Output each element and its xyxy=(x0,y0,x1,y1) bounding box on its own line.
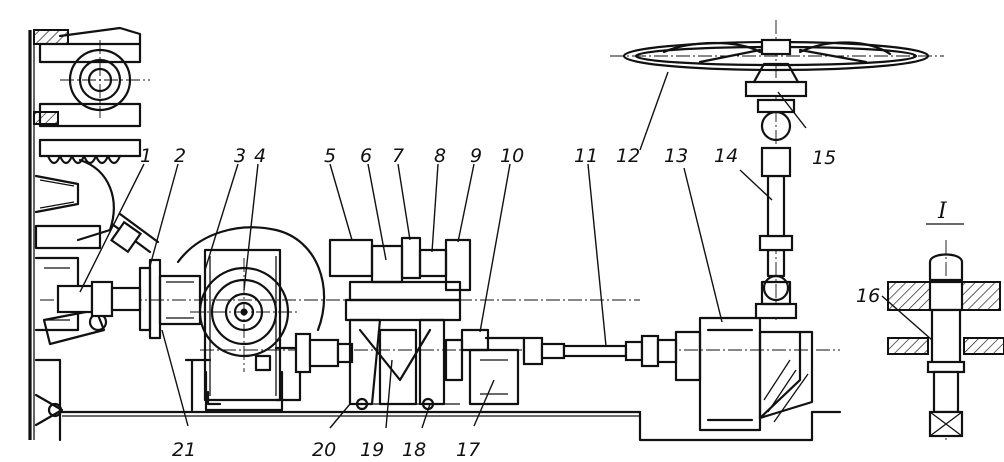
callout-17: 17 xyxy=(456,439,480,461)
callout-16: 16 xyxy=(856,285,880,307)
handwheel xyxy=(610,38,944,72)
angle-gearbox xyxy=(674,316,814,432)
callout-9: 9 xyxy=(470,145,482,167)
callout-15: 15 xyxy=(812,147,836,169)
detail-view xyxy=(887,240,1004,440)
steering-column xyxy=(744,20,808,320)
callout-13: 13 xyxy=(664,145,688,167)
reducer-gearbox xyxy=(176,226,326,412)
section-label: I xyxy=(937,199,948,224)
callout-10: 10 xyxy=(500,145,524,167)
callout-labels: 1 2 3 4 5 6 7 8 9 10 11 12 13 14 15 16 2… xyxy=(140,145,948,461)
callout-14: 14 xyxy=(714,145,738,167)
callout-8: 8 xyxy=(434,145,446,167)
callout-5: 5 xyxy=(324,145,336,167)
propeller-shaft xyxy=(540,334,678,368)
engine-frame xyxy=(28,26,160,442)
callout-7: 7 xyxy=(392,145,404,167)
callout-1: 1 xyxy=(140,145,152,167)
callout-2: 2 xyxy=(174,145,186,167)
leader-lines xyxy=(79,71,964,429)
callout-21: 21 xyxy=(172,439,196,461)
pump-assembly xyxy=(328,236,472,411)
callout-4: 4 xyxy=(254,145,266,167)
base-frame xyxy=(58,410,842,442)
callout-20: 20 xyxy=(312,439,336,461)
shaft-coupling-1 xyxy=(294,332,354,374)
callout-11: 11 xyxy=(574,145,598,167)
callout-12: 12 xyxy=(616,145,640,167)
callout-6: 6 xyxy=(360,145,372,167)
secondary-pump xyxy=(460,328,544,406)
callout-3: 3 xyxy=(234,145,246,167)
clutch-coupling xyxy=(56,258,202,340)
callout-19: 19 xyxy=(360,439,384,461)
callout-18: 18 xyxy=(402,439,426,461)
